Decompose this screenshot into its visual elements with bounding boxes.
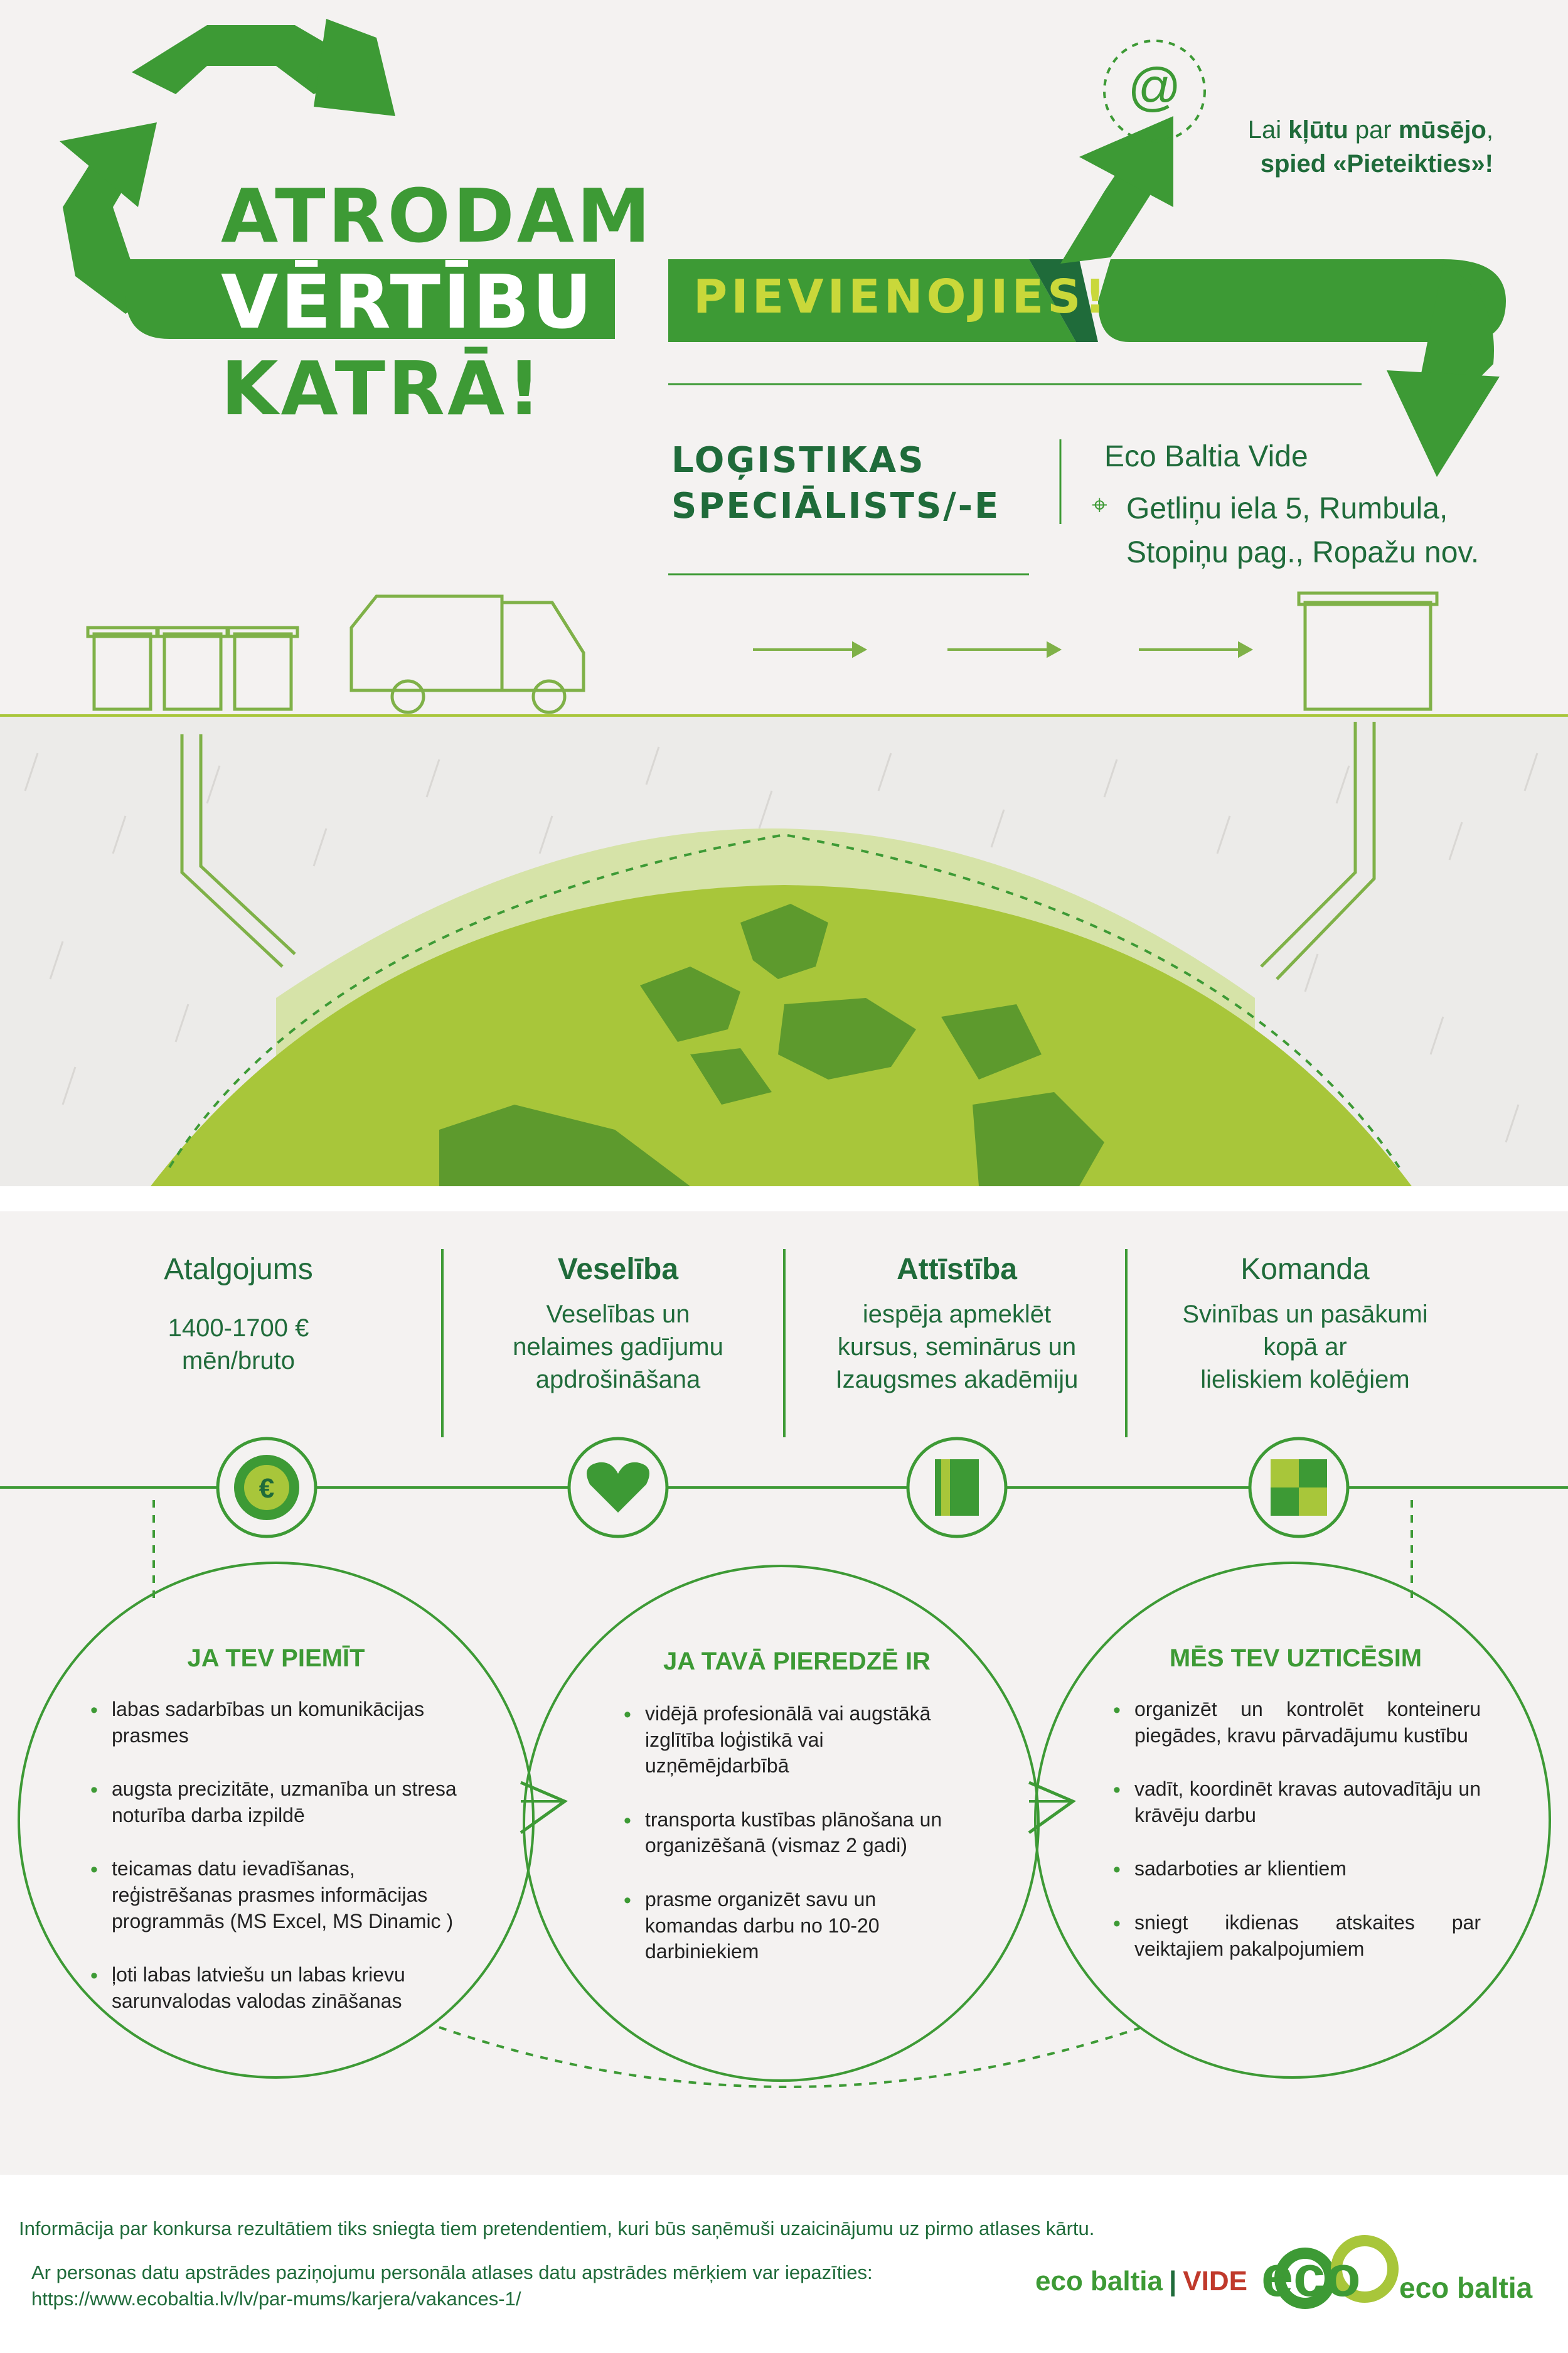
recycle-arrow-top xyxy=(132,25,370,94)
benefit-title: Attīstība xyxy=(897,1253,1017,1286)
list-item: teicamas datu ievadīšanas, reģistrēšanas… xyxy=(88,1856,464,1934)
list-item: prasme organizēt savu un komandas darbu … xyxy=(621,1887,973,1965)
trust-section: MĒS TEV UZTICĒSIM organizēt un kontrolēt… xyxy=(1111,1644,1481,1990)
list-item: vidējā profesionālā vai augstākā izglītī… xyxy=(621,1701,973,1779)
waste-bins xyxy=(86,626,299,711)
footer-link[interactable]: https://www.ecobaltia.lv/lv/par-mums/kar… xyxy=(31,2287,521,2310)
list-item: augsta precizitāte, uzmanība un stresa n… xyxy=(88,1776,464,1828)
benefit-health: Veselība Veselības un nelaimes gadījumu … xyxy=(464,1252,772,1396)
footer-privacy-note: Ar personas datu apstrādes paziņojumu pe… xyxy=(31,2259,973,2312)
list-item: organizēt un kontrolēt konteineru piegād… xyxy=(1111,1696,1481,1749)
address: Getliņu iela 5, Rumbula, Stopiņu pag., R… xyxy=(1126,492,1480,569)
benefit-icons: € xyxy=(216,1437,1350,1538)
eco-baltia-logo-text: eco baltia xyxy=(1399,2271,1533,2304)
requirements-section: JA TEV PIEMĪT labas sadarbības un komuni… xyxy=(88,1644,464,2042)
benefit-title: Veselība xyxy=(557,1253,679,1286)
recycle-arrow-left-head xyxy=(60,122,157,207)
list-item: labas sadarbības un komunikācijas prasme… xyxy=(88,1696,464,1749)
recycle-arrow-top-head xyxy=(314,19,395,116)
at-circle xyxy=(1103,40,1206,142)
continents xyxy=(439,904,1104,1186)
benefit-title: Komanda xyxy=(1240,1253,1370,1286)
company-name: Eco Baltia Vide xyxy=(1104,440,1308,473)
experience-list: vidējā profesionālā vai augstākā izglītī… xyxy=(621,1701,973,1965)
list-item: sniegt ikdienas atskaites par veiktajiem… xyxy=(1111,1910,1481,1962)
email-at-icon[interactable]: @ xyxy=(1128,57,1181,116)
benefit-salary: Atalgojums 1400-1700 € mēn/bruto xyxy=(100,1252,376,1377)
trust-title: MĒS TEV UZTICĒSIM xyxy=(1169,1644,1422,1672)
benefit-title: Atalgojums xyxy=(164,1253,313,1286)
location-pin-icon: ⌖ xyxy=(1092,490,1107,520)
eco-logo-wordmark: eco xyxy=(1261,2244,1361,2308)
requirements-title: JA TEV PIEMĪT xyxy=(187,1644,365,1672)
eco-logo-mark xyxy=(1274,2235,1399,2309)
list-item: sadarboties ar klientiem xyxy=(1111,1856,1481,1884)
list-item: transporta kustības plānošana un organiz… xyxy=(621,1807,973,1859)
join-button[interactable]: PIEVIENOJIES! xyxy=(693,270,1110,324)
benefit-team: Komanda Svinības un pasākumi kopā ar lie… xyxy=(1142,1252,1468,1396)
svg-text:€: € xyxy=(259,1473,274,1504)
headline-line-1: ATRODAM xyxy=(221,173,653,259)
benefit-development: Attīstība iespēja apmeklēt kursus, semin… xyxy=(797,1252,1117,1396)
garbage-truck xyxy=(349,594,585,714)
join-banner-bg xyxy=(668,259,1076,342)
down-arrow xyxy=(1418,264,1494,408)
recycle-container xyxy=(1297,591,1439,711)
trust-list: organizēt un kontrolēt konteineru piegād… xyxy=(1111,1696,1481,1962)
eco-baltia-vide-logo: eco baltia|VIDE xyxy=(1035,2266,1247,2297)
footer-results-note: Informācija par konkursa rezultātiem tik… xyxy=(19,2217,1095,2239)
requirements-list: labas sadarbības un komunikācijas prasme… xyxy=(88,1696,464,2014)
right-ribbon xyxy=(1098,259,1506,342)
headline-line-2: VĒRTĪBU xyxy=(221,259,595,345)
list-item: vadīt, koordinēt kravas autovadītāju un … xyxy=(1111,1776,1481,1828)
title-green-bar xyxy=(125,259,615,339)
join-banner-fold xyxy=(1029,259,1098,342)
up-arrow-head xyxy=(1079,116,1173,207)
position-title: LOĢISTIKAS SPECIĀLISTS/-E xyxy=(671,440,1001,527)
down-arrow-head xyxy=(1387,370,1500,477)
list-item: ļoti labas latviešu un labas krievu saru… xyxy=(88,1962,464,2014)
apply-note: Lai kļūtu par mūsējo, spied «Pieteikties… xyxy=(1247,116,1493,178)
experience-section: JA TAVĀ PIEREDZĒ IR vidējā profesionālā … xyxy=(621,1648,973,1993)
headline-line-3: KATRĀ! xyxy=(221,345,544,432)
experience-title: JA TAVĀ PIEREDZĒ IR xyxy=(663,1648,931,1675)
